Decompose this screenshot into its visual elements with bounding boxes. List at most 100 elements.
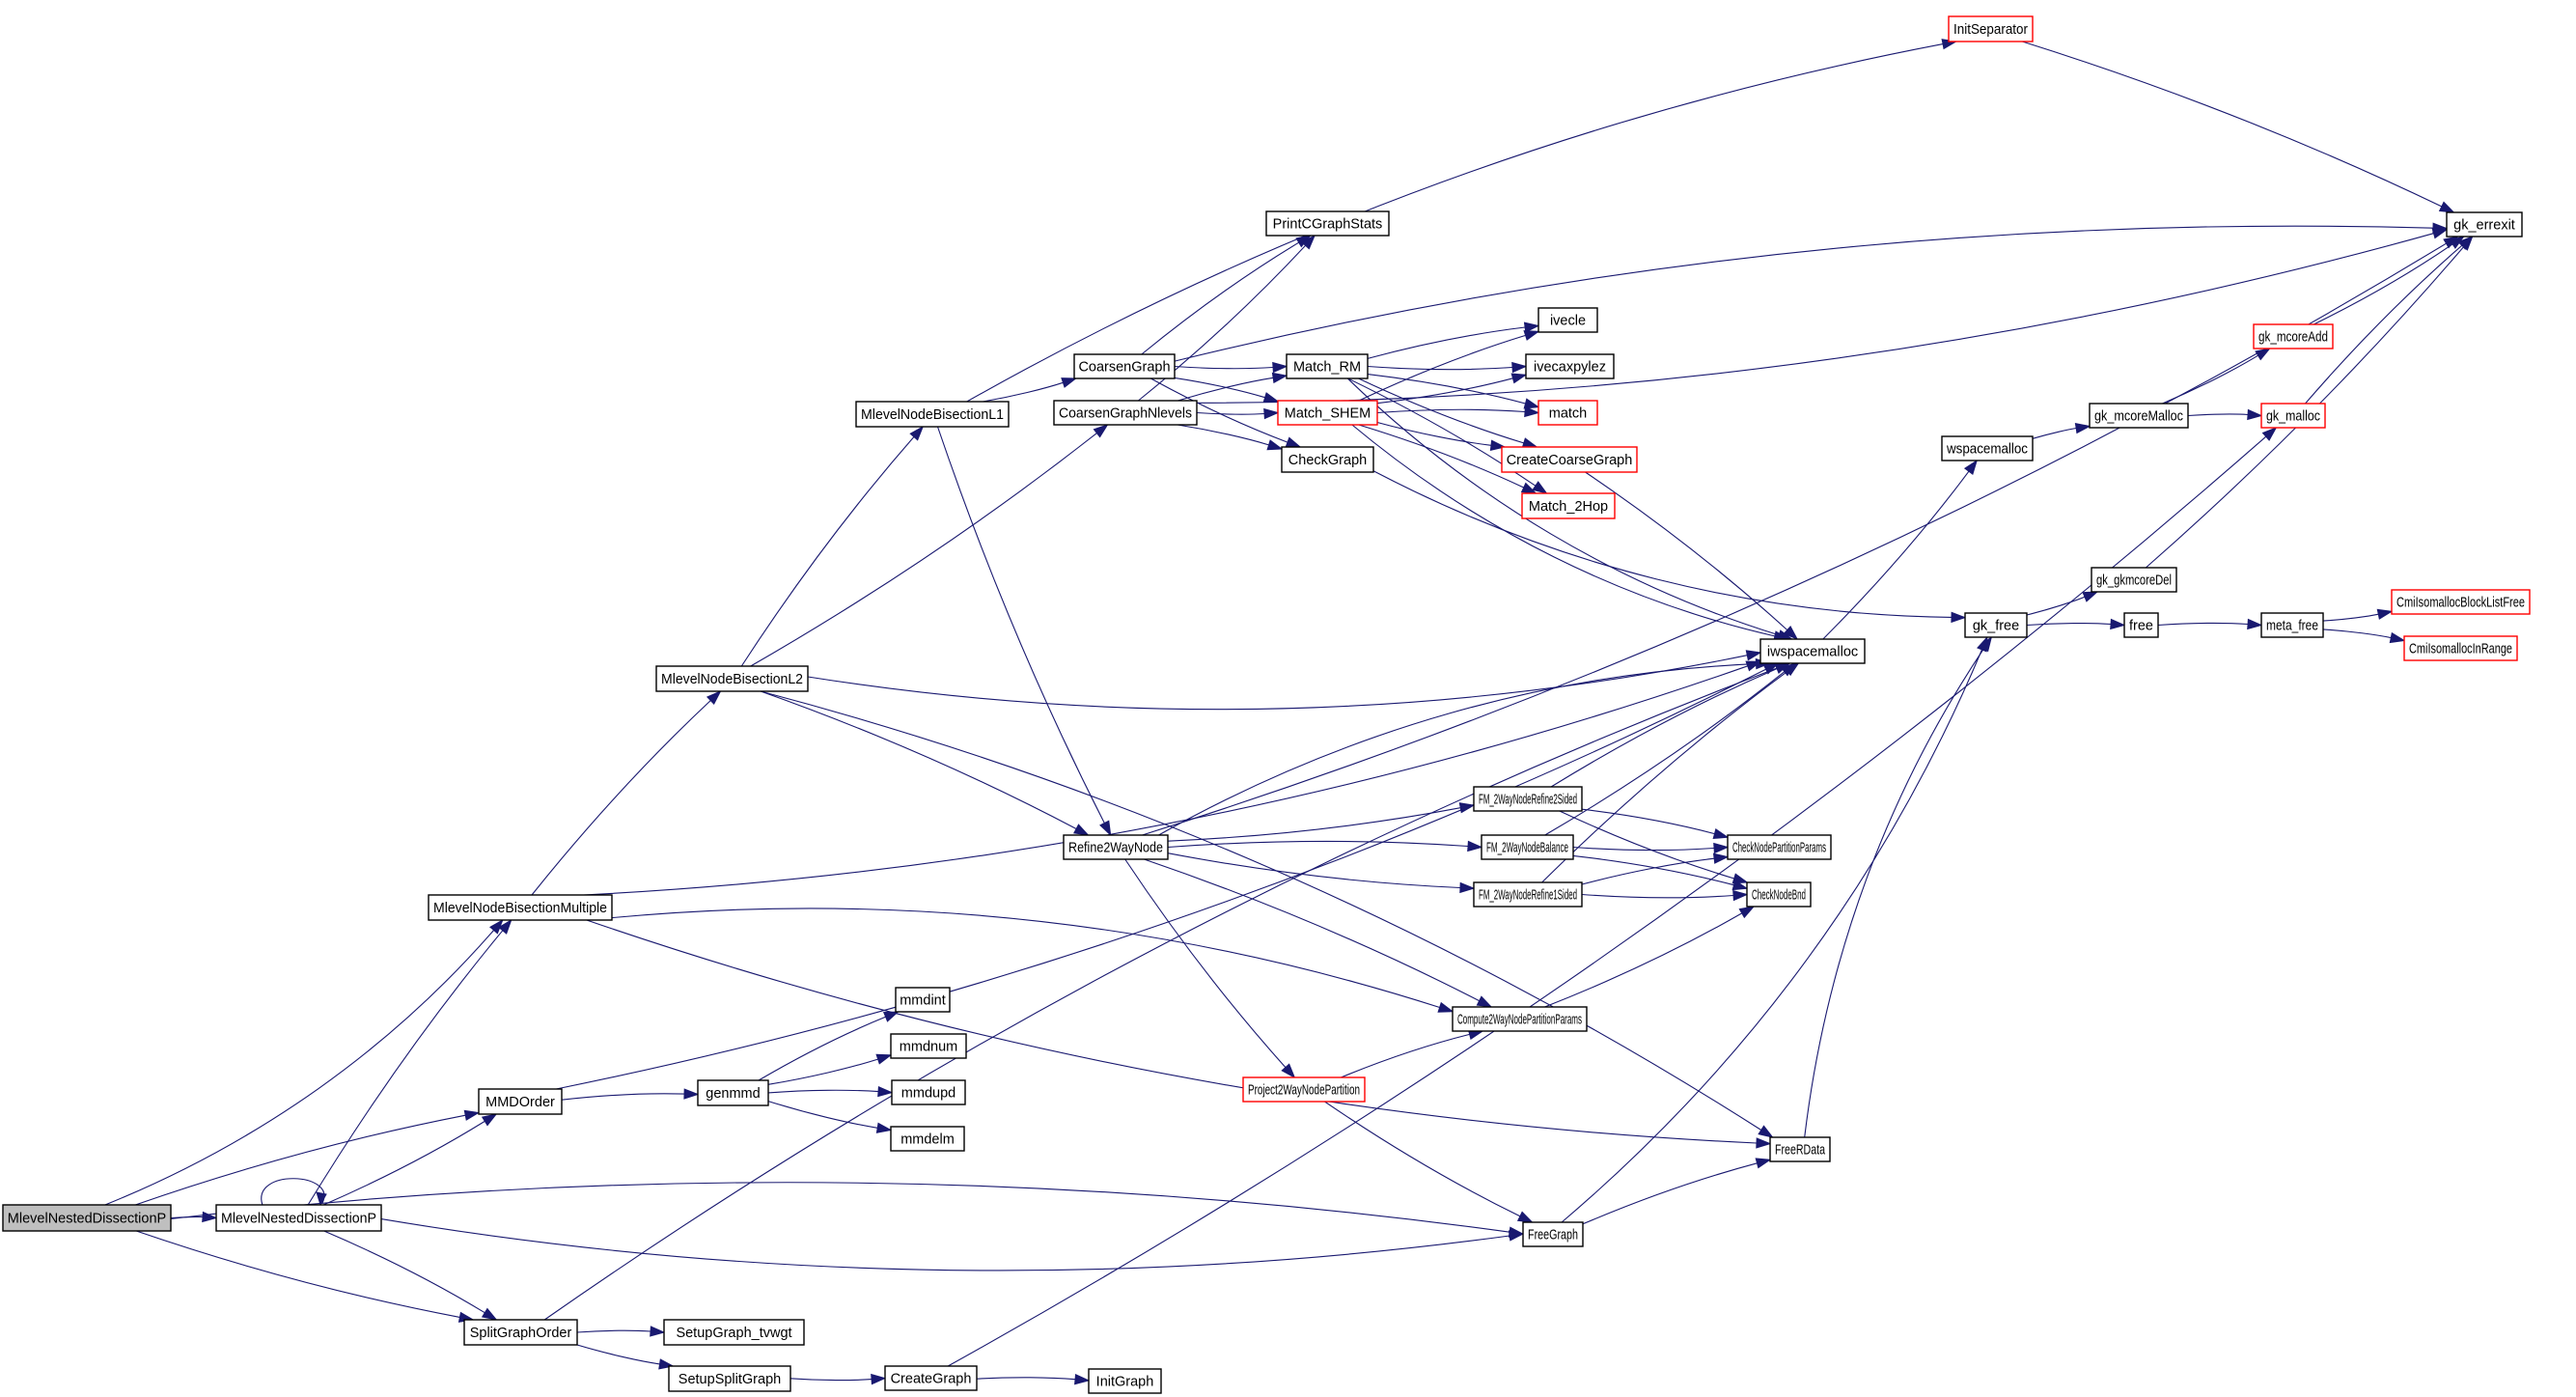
node-freegraph[interactable]: FreeGraph (1522, 1221, 1584, 1247)
node-box[interactable] (1769, 1136, 1831, 1162)
node-box[interactable] (855, 401, 1010, 428)
node-box[interactable] (1501, 446, 1638, 473)
node-box[interactable] (663, 1319, 805, 1346)
node-box[interactable] (1286, 353, 1369, 379)
node-box[interactable] (1242, 1076, 1366, 1103)
node-box[interactable] (2123, 612, 2159, 638)
node-ivecle[interactable]: ivecle (1537, 307, 1598, 333)
node-box[interactable] (463, 1319, 578, 1346)
node-metafree[interactable]: meta_free (2260, 612, 2324, 638)
node-cmiinrange[interactable]: CmiIsomallocInRange (2403, 635, 2518, 661)
node-box[interactable] (1522, 1221, 1584, 1247)
node-box[interactable] (1941, 435, 2034, 461)
node-matchrm[interactable]: Match_RM (1286, 353, 1369, 379)
node-iwspace[interactable]: iwspacemalloc (1759, 638, 1866, 664)
node-box[interactable] (1088, 1368, 1162, 1394)
node-box[interactable] (1521, 492, 1616, 519)
node-box[interactable] (890, 1033, 967, 1059)
node-box[interactable] (890, 1126, 965, 1152)
node-gkmalloc[interactable]: gk_malloc (2260, 403, 2326, 429)
node-freerdata[interactable]: FreeRData (1769, 1136, 1831, 1162)
node-mcoreadd[interactable]: gk_mcoreAdd (2253, 323, 2334, 349)
node-box[interactable] (428, 894, 613, 921)
node-coarsen[interactable]: CoarsenGraph (1073, 353, 1176, 379)
node-box[interactable] (1265, 210, 1390, 237)
node-box[interactable] (1964, 612, 2028, 638)
node-ssg[interactable]: SetupSplitGraph (668, 1365, 791, 1392)
node-checkgraph[interactable]: CheckGraph (1281, 446, 1374, 473)
node-box[interactable] (1525, 353, 1615, 379)
node-gkfree[interactable]: gk_free (1964, 612, 2028, 638)
node-box[interactable] (891, 1079, 966, 1105)
node-wspace[interactable]: wspacemalloc (1941, 435, 2034, 461)
node-gkerrexit[interactable]: gk_errexit (2446, 211, 2523, 237)
node-initsep[interactable]: InitSeparator (1948, 15, 2034, 42)
node-box[interactable] (2089, 403, 2189, 429)
node-box[interactable] (895, 987, 951, 1013)
node-box[interactable] (1537, 307, 1598, 333)
node-mmdint[interactable]: mmdint (895, 987, 951, 1013)
node-mndp[interactable]: MlevelNestedDissectionP (215, 1204, 382, 1232)
node-box[interactable] (2260, 403, 2326, 429)
node-mcoremalloc[interactable]: gk_mcoreMalloc (2089, 403, 2189, 429)
node-box[interactable] (1452, 1006, 1588, 1032)
node-root[interactable]: MlevelNestedDissectionP (2, 1204, 172, 1232)
node-match[interactable]: match (1537, 400, 1598, 426)
node-box[interactable] (884, 1365, 978, 1391)
node-box[interactable] (1759, 638, 1866, 664)
node-free[interactable]: free (2123, 612, 2159, 638)
node-box[interactable] (1746, 881, 1812, 908)
node-box[interactable] (2391, 589, 2531, 615)
node-matchshem[interactable]: Match_SHEM (1277, 400, 1378, 426)
node-box[interactable] (668, 1365, 791, 1392)
node-mmdelm[interactable]: mmdelm (890, 1126, 965, 1152)
node-sgtvwgt[interactable]: SetupGraph_tvwgt (663, 1319, 805, 1346)
node-box[interactable] (2446, 211, 2523, 237)
node-box[interactable] (1727, 834, 1832, 860)
node-fm2sided[interactable]: FM_2WayNodeRefine2Sided (1473, 786, 1583, 812)
node-refine[interactable]: Refine2WayNode (1063, 834, 1169, 860)
node-gkmcoredel[interactable]: gk_gkmcoreDel (2091, 567, 2177, 593)
node-mnbm[interactable]: MlevelNodeBisectionMultiple (428, 894, 613, 921)
node-box[interactable] (1053, 400, 1198, 426)
node-box[interactable] (1473, 786, 1583, 812)
node-box[interactable] (1948, 15, 2034, 42)
node-sgo[interactable]: SplitGraphOrder (463, 1319, 578, 1346)
node-box[interactable] (655, 665, 809, 692)
node-creategraph[interactable]: CreateGraph (884, 1365, 978, 1391)
node-fm1sided[interactable]: FM_2WayNodeRefine1Sided (1473, 881, 1583, 908)
node-box[interactable] (1473, 881, 1583, 908)
node-cnbnd[interactable]: CheckNodeBnd (1746, 881, 1812, 908)
node-l2[interactable]: MlevelNodeBisectionL2 (655, 665, 809, 692)
node-box[interactable] (697, 1079, 769, 1106)
node-box[interactable] (1073, 353, 1176, 379)
node-box[interactable] (2403, 635, 2518, 661)
node-cmiblf[interactable]: CmiIsomallocBlockListFree (2391, 589, 2531, 615)
node-box[interactable] (1537, 400, 1598, 426)
node-cnpp[interactable]: CheckNodePartitionParams (1727, 834, 1832, 860)
node-ccg[interactable]: CreateCoarseGraph (1501, 446, 1638, 473)
node-genmmd[interactable]: genmmd (697, 1079, 769, 1106)
node-box[interactable] (1281, 446, 1374, 473)
node-box[interactable] (478, 1088, 563, 1115)
node-box[interactable] (2260, 612, 2324, 638)
node-mmdupd[interactable]: mmdupd (891, 1079, 966, 1105)
node-box[interactable] (2, 1204, 172, 1232)
node-c2wnpp[interactable]: Compute2WayNodePartitionParams (1452, 1006, 1588, 1032)
node-box[interactable] (215, 1204, 382, 1232)
node-l1[interactable]: MlevelNodeBisectionL1 (855, 401, 1010, 428)
node-coarsennl[interactable]: CoarsenGraphNlevels (1053, 400, 1198, 426)
node-printcg[interactable]: PrintCGraphStats (1265, 210, 1390, 237)
node-box[interactable] (1277, 400, 1378, 426)
node-initgraph[interactable]: InitGraph (1088, 1368, 1162, 1394)
node-match2hop[interactable]: Match_2Hop (1521, 492, 1616, 519)
node-box[interactable] (1063, 834, 1169, 860)
node-p2wnp[interactable]: Project2WayNodePartition (1242, 1076, 1366, 1103)
node-box[interactable] (2091, 567, 2177, 593)
node-mmdorder[interactable]: MMDOrder (478, 1088, 563, 1115)
node-box[interactable] (1481, 834, 1574, 860)
node-fmbalance[interactable]: FM_2WayNodeBalance (1481, 834, 1574, 860)
node-box[interactable] (2253, 323, 2334, 349)
node-ivecaxpylez[interactable]: ivecaxpylez (1525, 353, 1615, 379)
node-mmdnum[interactable]: mmdnum (890, 1033, 967, 1059)
